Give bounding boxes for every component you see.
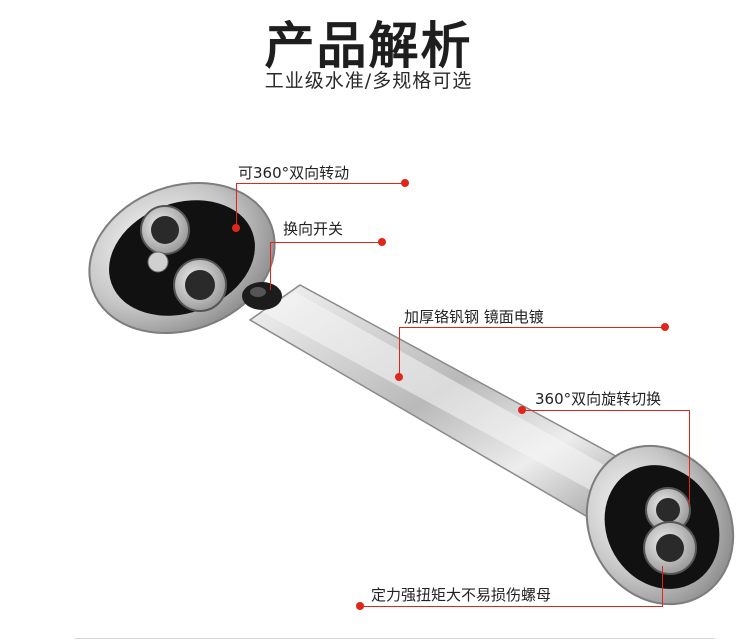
callout-torque-label: 定力强扭矩大不易损伤螺母 <box>371 586 552 604</box>
callout-rotate-line-v <box>236 183 237 228</box>
callout-rotate-line-h <box>236 183 404 184</box>
callout-switch-line-v <box>270 242 271 290</box>
callout-torque-line-v <box>662 566 663 607</box>
callout-swap-dot <box>518 406 526 414</box>
callout-rotate-dot <box>401 179 409 187</box>
callout-swap-label: 360°双向旋转切换 <box>535 390 662 408</box>
bottom-divider <box>75 638 715 639</box>
callout-steel-dot <box>661 323 669 331</box>
page-title: 产品解析 <box>264 17 473 75</box>
callout-switch-dot <box>378 238 386 246</box>
callout-switch-label: 换向开关 <box>283 220 344 238</box>
callout-rotate-label: 可360°双向转动 <box>238 164 350 182</box>
callout-torque-line-h <box>360 606 663 607</box>
callout-steel-line-v <box>399 327 400 377</box>
callout-switch-line-h <box>270 242 383 243</box>
callout-steel-label: 加厚铬钒钢 镜面电镀 <box>404 308 544 326</box>
callout-steel-anchor-dot <box>395 373 403 381</box>
callout-swap-line-v <box>689 410 690 505</box>
callout-swap-line-h <box>522 410 690 411</box>
page-subtitle: 工业级水准/多规格可选 <box>264 70 473 92</box>
callout-torque-dot <box>356 602 364 610</box>
callout-steel-line-h <box>399 327 665 328</box>
callout-rotate-anchor-dot <box>232 224 240 232</box>
